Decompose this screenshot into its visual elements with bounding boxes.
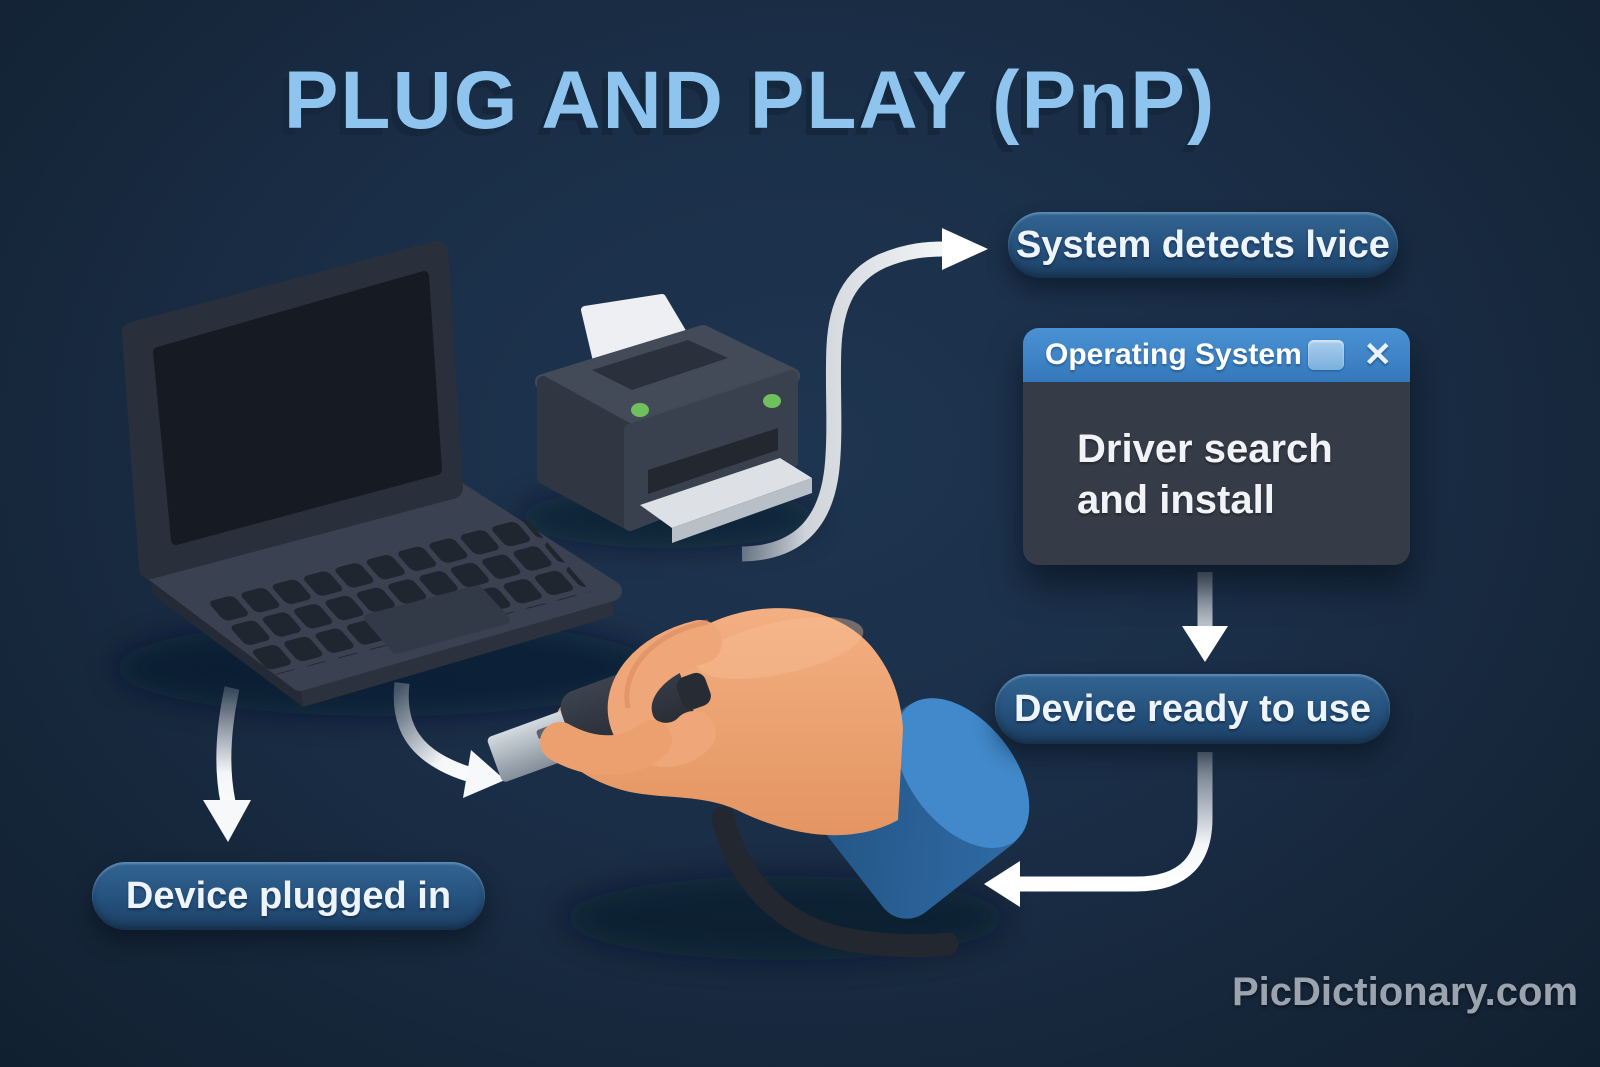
- window-body-line1: Driver search: [1077, 427, 1333, 471]
- arrow-laptop-to-plugged: [216, 686, 240, 804]
- hand-highlight: [696, 617, 864, 679]
- watermark: PicDictionary.com: [1232, 970, 1579, 1014]
- printer-led-right: [763, 394, 781, 408]
- printer-paper-slot: [592, 340, 728, 390]
- hand-usb-illustration: [487, 608, 1030, 958]
- os-window-title: Operating System: [1045, 338, 1302, 371]
- arrow-laptop-to-usb: [393, 682, 471, 782]
- close-icon[interactable]: ✕: [1363, 336, 1393, 374]
- arrowhead-to-ready: [1182, 626, 1228, 662]
- laptop-trackpad: [364, 585, 510, 654]
- finger-crease: [624, 619, 709, 709]
- label-system-detects-device: System detects lvice: [1008, 212, 1398, 278]
- flow-arrows: [203, 228, 1228, 907]
- laptop-illustration: [122, 241, 622, 707]
- printer-output-slot: [648, 428, 778, 494]
- index-finger: [607, 620, 722, 767]
- arrowhead-to-usb: [463, 750, 505, 798]
- hand: [553, 608, 903, 836]
- arrowhead-down-left: [203, 800, 251, 842]
- arrow-usb-to-detect: [741, 241, 945, 562]
- os-window: Operating System ✕ Driver search and ins…: [1023, 328, 1410, 565]
- printer-led-left: [631, 403, 649, 417]
- label-device-ready: Device ready to use: [995, 674, 1390, 744]
- page-title: PLUG AND PLAY (PnP): [283, 55, 1217, 146]
- label-device-plugged: Device plugged in: [92, 862, 485, 930]
- thumb: [540, 720, 672, 776]
- usb-cable: [711, 806, 959, 958]
- laptop-screen: [153, 271, 442, 545]
- usb-cable-stub: [676, 672, 711, 710]
- printer-output-tray-edge: [672, 478, 812, 543]
- maximize-icon[interactable]: [1307, 340, 1344, 370]
- printer-output-tray: [640, 458, 812, 528]
- window-body-line2: and install: [1077, 478, 1275, 522]
- os-window-titlebar: Operating System ✕: [1023, 328, 1410, 382]
- laptop-keyboard: [205, 517, 591, 676]
- arrowhead-to-detect: [942, 228, 988, 270]
- arrow-ready-to-hand: [1018, 752, 1213, 892]
- os-window-body: Driver search and install: [1023, 382, 1410, 526]
- printer-illustration: [535, 294, 812, 543]
- arrowhead-to-hand: [984, 861, 1020, 907]
